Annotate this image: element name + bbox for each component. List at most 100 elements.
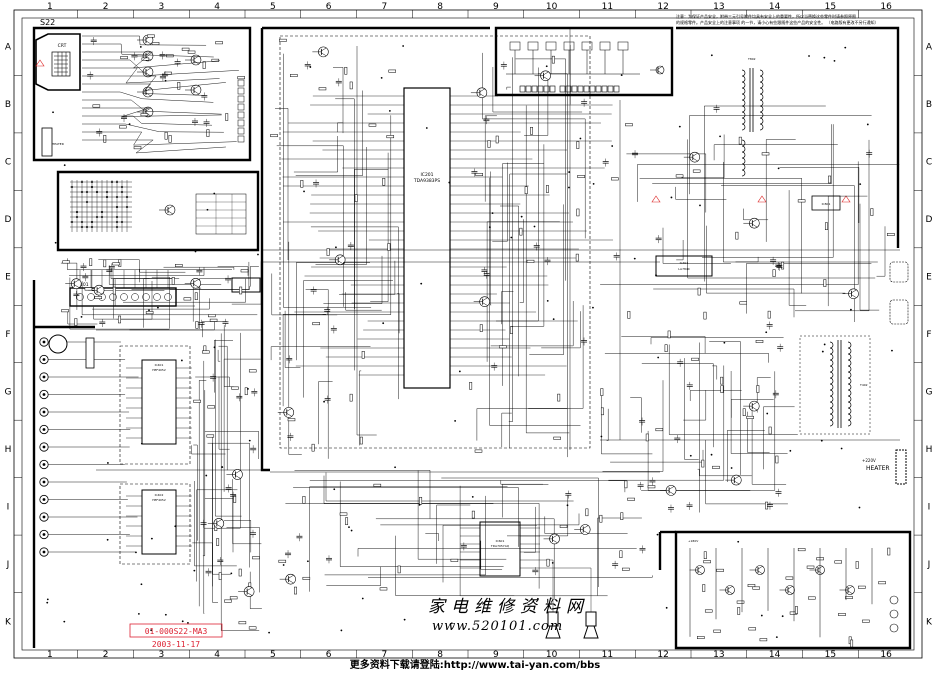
wire-trace (325, 496, 486, 575)
capacitor-symbol (96, 128, 102, 136)
resistor-symbol (858, 586, 865, 588)
matrix-node (86, 226, 88, 228)
wire-trace (764, 407, 795, 470)
connector-pin (526, 86, 531, 92)
resistor-symbol (196, 321, 198, 328)
grid-row-label: A (926, 43, 933, 53)
resistor-symbol (230, 597, 237, 599)
junction-dot (138, 613, 140, 615)
saw-filter-box (232, 278, 260, 292)
capacitor-symbol (285, 550, 291, 558)
junction-dot (761, 615, 763, 617)
junction-dot (107, 539, 109, 541)
resistor-symbol (769, 427, 771, 434)
resistor-symbol (560, 525, 567, 527)
junction-dot (690, 455, 692, 457)
resistor-symbol (714, 630, 721, 632)
wire-trace (477, 409, 567, 441)
grid-row-label: B (926, 100, 932, 110)
second-switch-ref: IC402 (155, 493, 164, 497)
grid-column-label: 15 (825, 650, 836, 660)
capacitor-symbol (491, 363, 497, 371)
wire-trace (425, 533, 438, 541)
crt-neck-board: CRT HEATER (36, 34, 245, 156)
resistor-symbol (748, 584, 755, 586)
wire-trace (224, 359, 260, 492)
matrix-node (121, 186, 123, 188)
junction-dot (221, 466, 223, 468)
resistor-symbol (510, 327, 512, 334)
resistor-symbol (600, 515, 602, 522)
resistor-symbol (165, 132, 167, 139)
capacitor-symbol (204, 119, 210, 127)
wire-trace (224, 325, 234, 387)
transistor-symbol (843, 289, 859, 299)
resistor-symbol (628, 311, 630, 318)
resistor-symbol (838, 613, 845, 615)
grid-row-label: G (5, 387, 12, 397)
junction-dot (711, 54, 713, 56)
resistor-symbol (345, 518, 347, 525)
capacitor-symbol (501, 62, 507, 70)
wire-trace (296, 91, 363, 176)
capacitor-symbol (639, 545, 645, 553)
wire-trace (319, 381, 333, 444)
wire-trace (500, 206, 519, 376)
grid-column-label: 1 (47, 650, 53, 660)
wire-trace (712, 366, 717, 380)
junction-dot (841, 448, 843, 450)
wire-trace (214, 340, 233, 392)
resistor-symbol (692, 358, 699, 360)
resistor-symbol (252, 557, 259, 559)
capacitor-symbol (287, 433, 293, 441)
connector-pin (238, 104, 244, 110)
connector-pin (602, 86, 607, 92)
resistor-symbol (786, 577, 793, 579)
junction-dot (404, 619, 406, 621)
transistor-symbol (544, 534, 560, 544)
av-jack (49, 335, 67, 353)
resistor-symbol (879, 581, 886, 583)
junction-dot (821, 440, 823, 442)
resistor-symbol (546, 185, 548, 192)
junction-dot (151, 538, 153, 540)
wire-trace (669, 345, 798, 435)
resistor-symbol (208, 406, 215, 408)
tuner-pin (88, 294, 95, 301)
resistor-symbol (476, 173, 483, 175)
connector-pin (538, 86, 543, 92)
wire-trace (828, 196, 867, 306)
resistor-symbol (374, 484, 381, 486)
grid-column-label: 15 (825, 2, 836, 12)
wire-trace (860, 204, 879, 310)
tuner-pin (165, 294, 172, 301)
wire-trace (289, 242, 302, 455)
resistor-symbol (693, 170, 700, 172)
resistor-symbol (152, 42, 159, 44)
transistor-symbol (690, 566, 705, 575)
resistor-symbol (705, 610, 712, 612)
capacitor-symbol (311, 287, 317, 295)
main-ic-part: TDA9383PS (413, 178, 440, 184)
wire-trace (326, 567, 380, 586)
resistor-symbol (369, 124, 376, 126)
junction-dot (426, 127, 428, 129)
junction-dot (492, 212, 494, 214)
capacitor-symbol (313, 179, 319, 187)
capacitor-symbol (687, 502, 693, 510)
resistor-symbol (63, 261, 70, 263)
wire-trace (285, 311, 300, 368)
revision-stamp: 01-000S22-MA3 2003-11-17 (130, 624, 222, 649)
wire-trace (766, 140, 796, 242)
junction-dot (657, 534, 659, 536)
grid-column-label: 11 (602, 650, 613, 660)
junction-dot (867, 124, 869, 126)
coil-winding (742, 140, 745, 176)
wire-trace (296, 263, 370, 361)
resistor-symbol (380, 588, 387, 590)
resistor-symbol (717, 569, 724, 571)
footer-download-link[interactable]: 更多资料下载请登陆:http://www.tai-yan.com/bbs (350, 658, 600, 671)
resistor-symbol (389, 70, 396, 72)
junction-dot (181, 360, 183, 362)
